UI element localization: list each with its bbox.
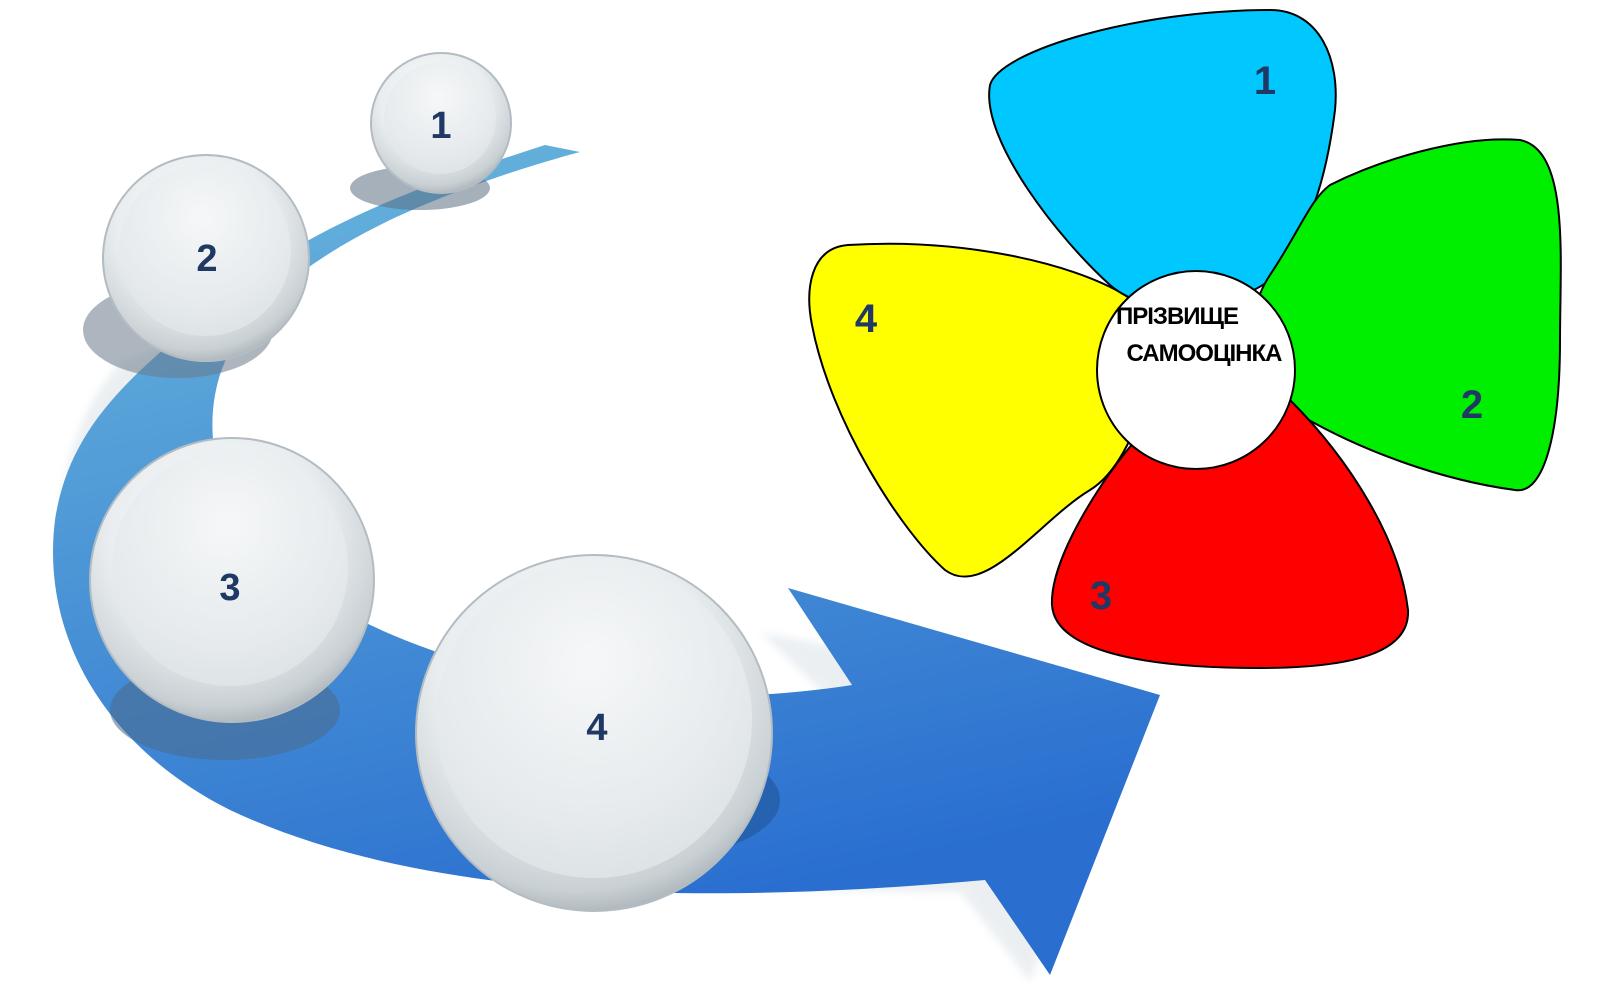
step-sphere-1: 1: [370, 52, 512, 194]
step-2-label: 2: [196, 238, 217, 280]
step-4-label: 4: [586, 707, 607, 749]
step-sphere-4: 4: [415, 554, 773, 912]
curved-arrow: [52, 145, 1160, 982]
step-sphere-3: 3: [89, 437, 375, 723]
center-label-line2: САМООЦІНКА: [1127, 340, 1283, 367]
petal-3-label: 3: [1090, 574, 1112, 618]
flower-center: [1096, 270, 1296, 470]
petal-4-label: 4: [855, 297, 878, 341]
step-sphere-2: 2: [102, 154, 310, 362]
arrow-body: [52, 145, 1160, 975]
step-3-label: 3: [219, 567, 240, 609]
petal-2-label: 2: [1461, 383, 1483, 427]
petal-1-label: 1: [1254, 59, 1276, 103]
step-spheres: 1 2 3 4: [89, 52, 773, 912]
petal-1: [988, 8, 1337, 309]
step-1-label: 1: [430, 105, 451, 147]
center-label-line1: ПРІЗВИЩЕ: [1116, 303, 1239, 330]
flower: ПРІЗВИЩЕ САМООЦІНКА 1 2 3 4: [808, 8, 1562, 670]
